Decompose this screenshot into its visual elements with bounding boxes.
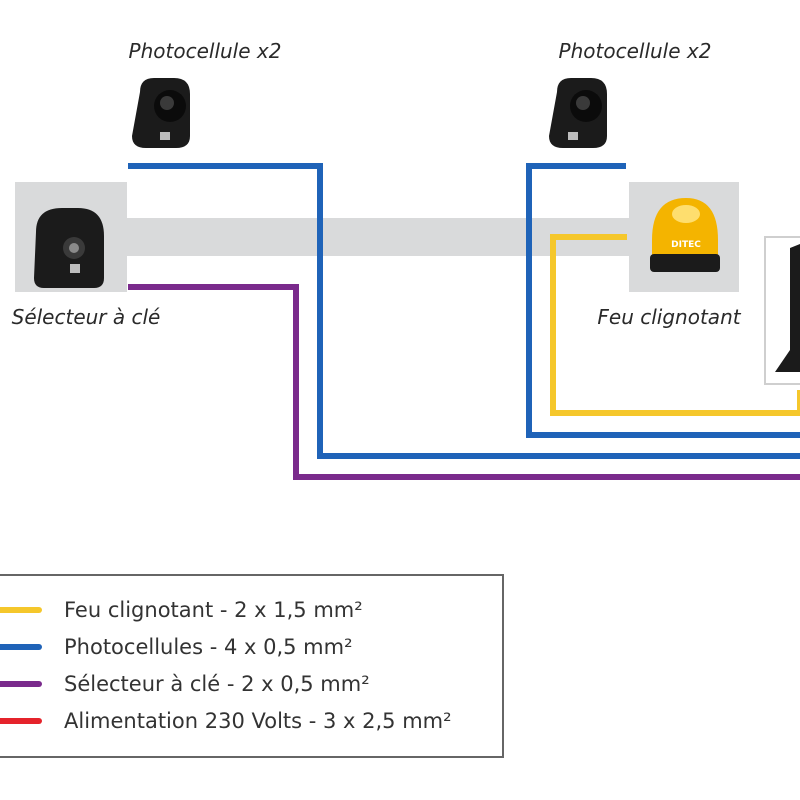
photocell-left-icon [132, 78, 190, 148]
wire-blue-left-photocell [128, 163, 800, 459]
legend-text: Photocellules - 4 x 0,5 mm² [64, 635, 353, 659]
flashing-light-icon: DITEC [650, 198, 720, 272]
legend-item-power-supply: Alimentation 230 Volts - 3 x 2,5 mm² [0, 703, 452, 739]
control-box-icon [775, 244, 800, 372]
legend-item-key-selector: Sélecteur à clé - 2 x 0,5 mm² [0, 666, 370, 702]
wall-beam [127, 218, 629, 256]
key-selector-label: Sélecteur à clé [12, 305, 161, 329]
legend-swatch-red [0, 718, 42, 724]
flashing-light-brand: DITEC [671, 240, 701, 250]
legend-swatch-yellow [0, 607, 42, 613]
photocell-right-icon [549, 78, 607, 148]
wire-yellow-flashing-light [550, 234, 800, 416]
legend-swatch-blue [0, 644, 42, 650]
flashing-light-label: Feu clignotant [597, 305, 741, 329]
legend-text: Feu clignotant - 2 x 1,5 mm² [64, 598, 363, 622]
wire-purple-key-selector [128, 284, 800, 480]
photocell-right-label: Photocellule x2 [559, 39, 712, 63]
legend-text: Sélecteur à clé - 2 x 0,5 mm² [64, 672, 370, 696]
legend-swatch-purple [0, 681, 42, 687]
legend-item-photocells: Photocellules - 4 x 0,5 mm² [0, 629, 353, 665]
legend-item-flashing-light: Feu clignotant - 2 x 1,5 mm² [0, 592, 363, 628]
key-selector-icon [34, 208, 104, 288]
legend-text: Alimentation 230 Volts - 3 x 2,5 mm² [64, 709, 452, 733]
wire-blue-right-photocell [526, 163, 800, 438]
legend: Feu clignotant - 2 x 1,5 mm² Photocellul… [0, 574, 504, 758]
photocell-left-label: Photocellule x2 [129, 39, 282, 63]
